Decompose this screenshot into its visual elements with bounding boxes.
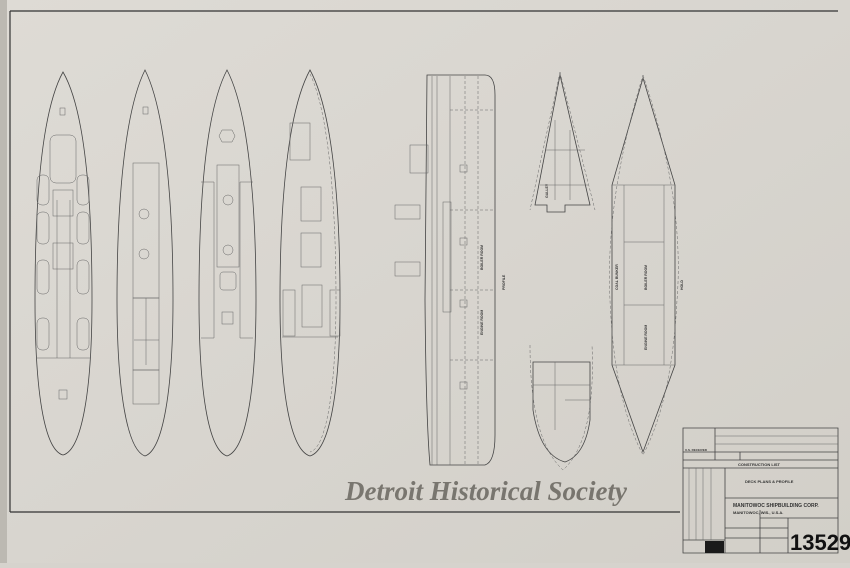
construction-list-header: CONSTRUCTION LIST — [738, 462, 781, 467]
galley-label: GALLEY — [545, 183, 549, 198]
flat-deck-plan: GALLEY — [529, 71, 596, 471]
watermark-logo: Detroit Historical Society — [344, 476, 628, 506]
engine-room-hold-label: ENGINE ROOM — [644, 325, 648, 350]
company-location: MANITOWOC, WIS., U.S.A. — [733, 510, 783, 515]
drawing-number: 13529 — [790, 530, 850, 555]
received-stamp: U.S. RECEIVED — [685, 448, 708, 452]
drawing-title: DECK PLANS & PROFILE — [745, 479, 794, 484]
deck-plan-main-deck — [279, 69, 341, 457]
company-name: MANITOWOC SHIPBUILDING CORP. — [733, 503, 819, 509]
profile-elevation: PROFILE BOILER ROOM ENGINE ROOM — [394, 74, 506, 466]
deck-plan-upper-deck — [116, 69, 174, 457]
hold-label: HOLD — [680, 280, 684, 290]
deck-plan-promenade-deck — [198, 69, 257, 457]
title-block-black-box — [705, 541, 724, 553]
hold-plan: BOILER ROOM ENGINE ROOM COAL BUNKER HOLD — [609, 74, 684, 456]
boiler-room-hold-label: BOILER ROOM — [644, 265, 648, 290]
deck-plan-boat-deck — [34, 71, 93, 456]
sheet-border — [9, 10, 838, 513]
boiler-room-label: BOILER ROOM — [480, 245, 484, 270]
engine-room-label: ENGINE ROOM — [480, 310, 484, 335]
title-block: U.S. RECEIVED CONSTRUCTION LIST DECK PLA… — [682, 427, 850, 555]
profile-label: PROFILE — [502, 274, 506, 290]
paper-edge — [0, 0, 7, 563]
coal-bunker-label: COAL BUNKER — [615, 264, 619, 290]
